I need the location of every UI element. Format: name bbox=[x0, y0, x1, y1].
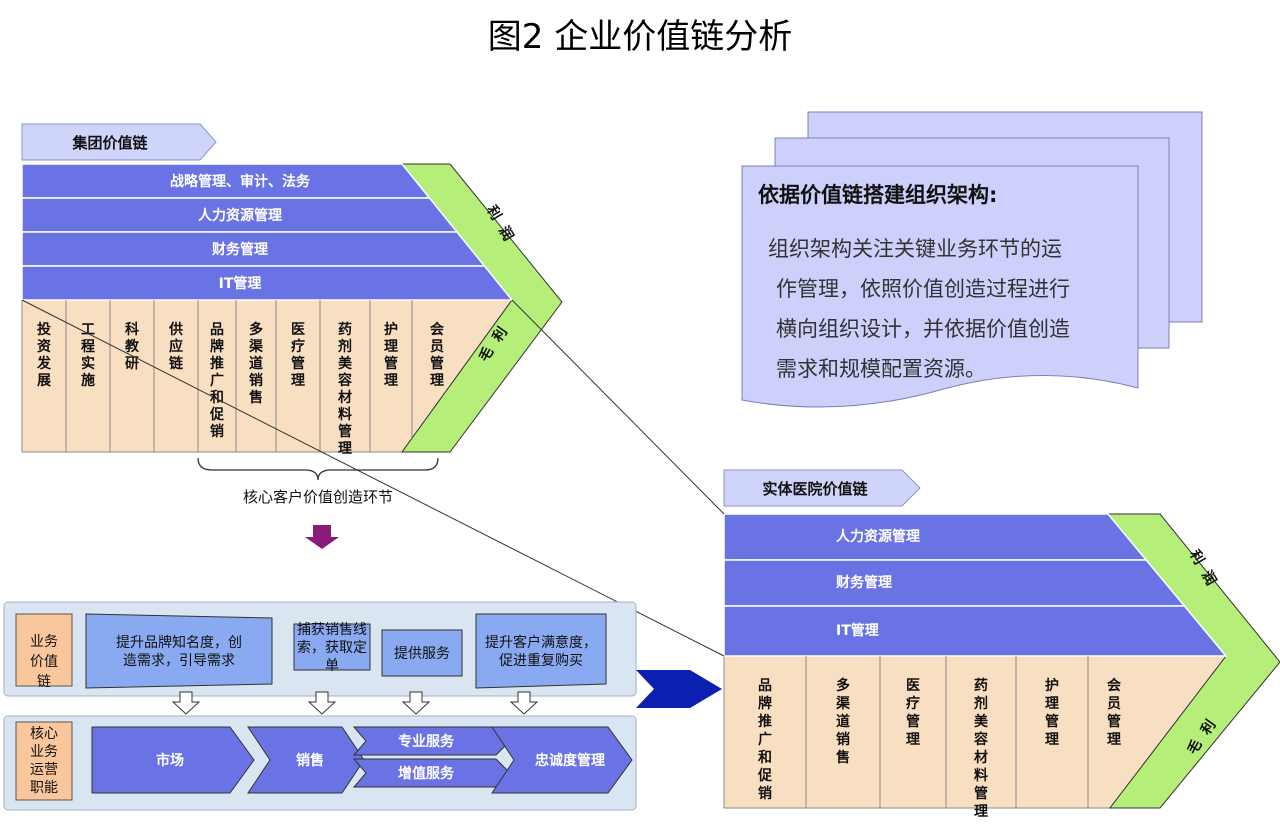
business-step-label: 提升品牌知名度，创造需求，引导需求 bbox=[116, 634, 242, 669]
business-step-label: 提升客户满意度，促进重复购买 bbox=[485, 634, 597, 669]
note-body-line: 作管理，依照价值创造过程进行 bbox=[776, 277, 1070, 301]
group-primary-activity: 供应链 bbox=[168, 321, 184, 372]
business-chain-label: 业务价值链 bbox=[30, 634, 58, 690]
hospital-primary-activity: 护理管理 bbox=[1045, 677, 1059, 748]
business-chain-label-box bbox=[15, 613, 73, 687]
hospital-chain-tag: 实体医院价值链 bbox=[762, 480, 868, 498]
group-primary-activity: 医疗管理 bbox=[291, 322, 305, 389]
business-step-box bbox=[475, 613, 607, 689]
group-support-band-label: 人力资源管理 bbox=[198, 207, 282, 224]
note-card-stack: 依据价值链搭建组织架构: 组织架构关注关键业务环节的运作管理，依照价值创造过程进… bbox=[741, 111, 1203, 408]
hollow-down-arrow-icon bbox=[171, 691, 201, 715]
group-primary-activity: 药剂美容材料管理 bbox=[337, 321, 353, 457]
hospital-primary-activity: 会员管理 bbox=[1107, 677, 1122, 748]
group-primary-activity: 投资发展 bbox=[36, 322, 52, 389]
core-step-loyalty bbox=[491, 726, 633, 794]
group-support-band-label: 财务管理 bbox=[211, 241, 268, 258]
business-step-box bbox=[381, 629, 463, 677]
note-body-line: 组织架构关注关键业务环节的运 bbox=[768, 237, 1062, 261]
core-ops-label: 核心业务运营职能 bbox=[30, 726, 58, 796]
business-step-box bbox=[85, 613, 273, 689]
page-title: 图2 企业价值链分析 bbox=[488, 17, 792, 57]
core-step-market bbox=[91, 726, 255, 794]
hospital-support-band bbox=[723, 559, 1187, 607]
core-ops-label-box bbox=[15, 721, 73, 801]
hospital-primary-activity: 医疗管理 bbox=[906, 678, 920, 748]
group-primary-activity: 多渠道销售 bbox=[248, 321, 264, 406]
group-chain-tag-shape bbox=[21, 123, 217, 161]
core-step-pro-service-label: 专业服务 bbox=[398, 733, 455, 750]
hospital-support-band bbox=[723, 513, 1148, 561]
hollow-down-arrow-icon bbox=[509, 691, 539, 715]
hollow-down-arrows bbox=[171, 691, 539, 715]
note-body-line: 横向组织设计，并依据价值创造 bbox=[776, 317, 1070, 341]
group-primary-activity: 品牌推广和促销 bbox=[209, 322, 225, 440]
down-arrow-icon bbox=[305, 525, 339, 549]
hospital-support-band-label: 人力资源管理 bbox=[836, 528, 920, 545]
note-heading: 依据价值链搭建组织架构: bbox=[758, 183, 997, 207]
note-body-line: 需求和规模配置资源。 bbox=[776, 357, 986, 381]
hollow-down-arrow-icon bbox=[307, 691, 337, 715]
hospital-support-band bbox=[723, 605, 1228, 657]
core-step-loyalty-label: 忠诚度管理 bbox=[535, 752, 605, 769]
core-step-sales-label: 销售 bbox=[296, 752, 324, 769]
hospital-primary-activity: 多渠道销售 bbox=[835, 677, 851, 766]
group-primary-activity: 护理管理 bbox=[384, 321, 398, 389]
hospital-support-band-label: 财务管理 bbox=[835, 574, 892, 591]
core-step-market-label: 市场 bbox=[156, 752, 184, 769]
core-value-brace bbox=[197, 457, 439, 481]
hospital-chain-tag-shape bbox=[723, 469, 921, 507]
hospital-support-band-label: IT管理 bbox=[836, 622, 879, 639]
connector-line-top bbox=[511, 299, 725, 515]
group-primary-activity: 会员管理 bbox=[430, 321, 445, 389]
group-support-band-label: 战略管理、审计、法务 bbox=[170, 173, 311, 190]
group-chain-tag: 集团价值链 bbox=[71, 134, 148, 152]
hollow-down-arrow-icon bbox=[401, 691, 431, 715]
core-value-brace-label: 核心客户价值创造环节 bbox=[243, 488, 393, 506]
group-support-band bbox=[21, 265, 514, 301]
business-step-label: 捕获销售线索，获取定单 bbox=[297, 622, 367, 674]
hospital-primary-activity: 药剂美容材料管理 bbox=[973, 677, 989, 820]
group-primary-activity: 工程实施 bbox=[81, 322, 95, 389]
connector-line-bottom bbox=[21, 299, 725, 657]
core-step-sales bbox=[247, 726, 365, 794]
group-primary-activity: 科教研 bbox=[125, 321, 140, 372]
core-step-value-service-label: 增值服务 bbox=[398, 765, 455, 782]
business-step-label: 提供服务 bbox=[394, 646, 450, 662]
group-support-band-label: IT管理 bbox=[219, 275, 262, 292]
business-step-box bbox=[293, 623, 371, 671]
right-arrow-icon bbox=[636, 670, 722, 708]
hospital-primary-activity: 品牌推广和促销 bbox=[757, 678, 773, 802]
